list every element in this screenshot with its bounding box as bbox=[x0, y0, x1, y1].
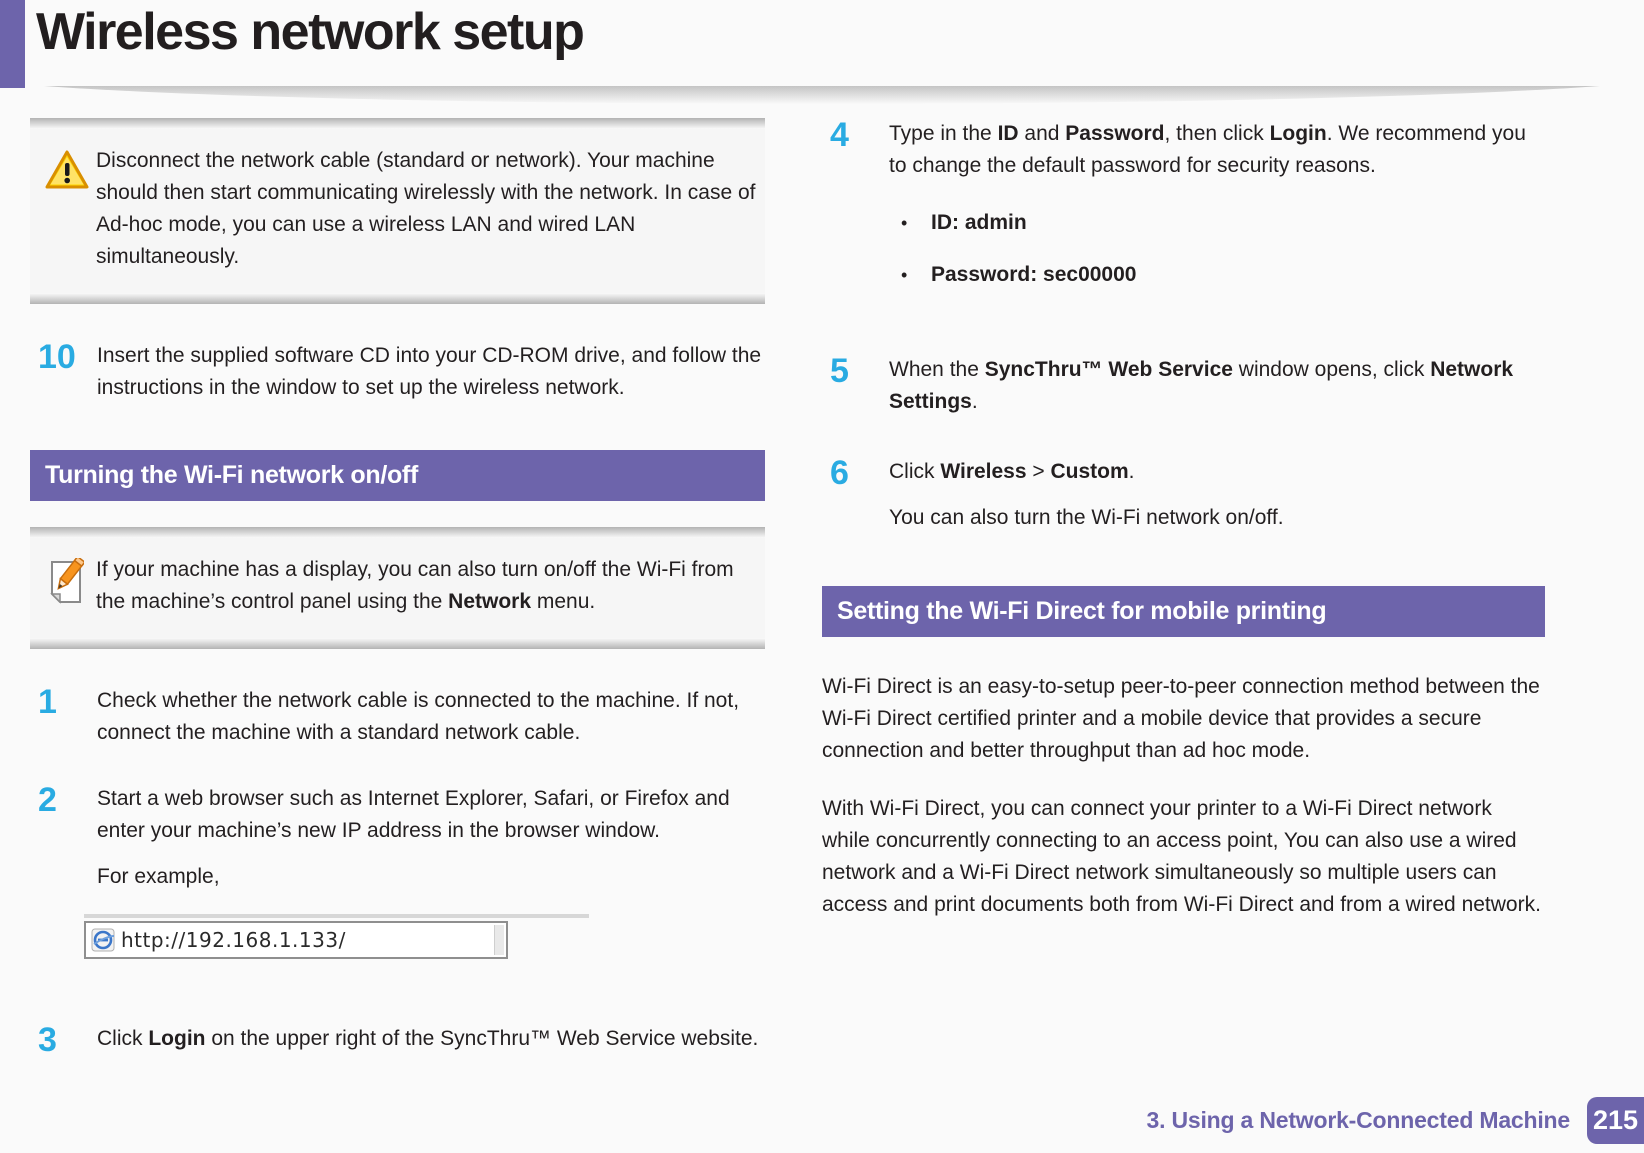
note-rule-top bbox=[30, 118, 765, 129]
step-5: 5 When the SyncThru™ Web Service window … bbox=[822, 354, 1545, 418]
bullet-dot: • bbox=[901, 265, 908, 285]
bullet-dot: • bbox=[901, 213, 908, 233]
step-3: 3 Click Login on the upper right of the … bbox=[30, 1023, 765, 1057]
info-note: If your machine has a display, you can a… bbox=[30, 527, 765, 649]
bullet-id-label: ID: admin bbox=[931, 211, 1027, 234]
step-4-bullets: • ID: admin • Password: sec00000 bbox=[889, 210, 1545, 288]
internet-explorer-icon bbox=[91, 928, 115, 952]
step-10-text: Insert the supplied software CD into you… bbox=[97, 344, 762, 399]
step-4: 4 Type in the ID and Password, then clic… bbox=[822, 118, 1545, 314]
step-10: 10 Insert the supplied software CD into … bbox=[30, 340, 765, 404]
step-1: 1 Check whether the network cable is con… bbox=[30, 685, 765, 749]
step-5-number: 5 bbox=[830, 352, 849, 390]
step-5-text: When the SyncThru™ Web Service window op… bbox=[889, 358, 1514, 413]
title-accent-bar bbox=[0, 0, 25, 88]
step-6: 6 Click Wireless > Custom. You can also … bbox=[822, 456, 1545, 534]
bullet-id: • ID: admin bbox=[889, 210, 1545, 236]
step-1-text: Check whether the network cable is conne… bbox=[97, 689, 740, 744]
step-6-subtext: You can also turn the Wi-Fi network on/o… bbox=[889, 506, 1284, 529]
bullet-password: • Password: sec00000 bbox=[889, 262, 1545, 288]
step-2-text: Start a web browser such as Internet Exp… bbox=[97, 787, 730, 842]
wifi-direct-paragraph-1: Wi-Fi Direct is an easy-to-setup peer-to… bbox=[822, 675, 1540, 762]
step-3-text: Click Login on the upper right of the Sy… bbox=[97, 1027, 759, 1050]
browser-address-bar[interactable]: http://192.168.1.133/ bbox=[84, 914, 589, 959]
header-divider bbox=[0, 86, 1644, 116]
note-rule-bottom bbox=[30, 638, 765, 649]
note-rule-top bbox=[30, 527, 765, 538]
address-bar-url[interactable]: http://192.168.1.133/ bbox=[121, 928, 346, 952]
info-note-text: If your machine has a display, you can a… bbox=[96, 558, 734, 613]
step-1-number: 1 bbox=[38, 683, 57, 721]
note-icon bbox=[44, 554, 96, 611]
page-title: Wireless network setup bbox=[36, 3, 585, 61]
warning-note-text: Disconnect the network cable (standard o… bbox=[96, 149, 756, 268]
address-bar-figure: http://192.168.1.133/ bbox=[84, 914, 765, 959]
step-6-number: 6 bbox=[830, 454, 849, 492]
note-rule-bottom bbox=[30, 293, 765, 304]
step-10-number: 10 bbox=[38, 338, 76, 376]
warning-note: Disconnect the network cable (standard o… bbox=[30, 118, 765, 304]
step-2: 2 Start a web browser such as Internet E… bbox=[30, 783, 765, 989]
right-column: 4 Type in the ID and Password, then clic… bbox=[822, 118, 1545, 947]
warning-icon bbox=[44, 145, 96, 196]
page-footer: 3. Using a Network-Connected Machine 215 bbox=[1147, 1097, 1644, 1144]
page-number-badge: 215 bbox=[1587, 1097, 1644, 1144]
section-header-wifi-on-off: Turning the Wi-Fi network on/off bbox=[30, 450, 765, 501]
step-4-text: Type in the ID and Password, then click … bbox=[889, 122, 1526, 177]
step-2-number: 2 bbox=[38, 781, 57, 819]
section-header-wifi-direct: Setting the Wi-Fi Direct for mobile prin… bbox=[822, 586, 1545, 637]
wifi-direct-paragraph-2: With Wi-Fi Direct, you can connect your … bbox=[822, 797, 1541, 916]
step-2-example-label: For example, bbox=[97, 865, 220, 888]
step-6-text: Click Wireless > Custom. bbox=[889, 460, 1135, 483]
left-column: Disconnect the network cable (standard o… bbox=[30, 118, 765, 1091]
step-4-number: 4 bbox=[830, 116, 849, 154]
step-3-number: 3 bbox=[38, 1021, 57, 1059]
footer-chapter-label: 3. Using a Network-Connected Machine bbox=[1146, 1107, 1571, 1133]
bullet-password-label: Password: sec00000 bbox=[931, 263, 1137, 286]
